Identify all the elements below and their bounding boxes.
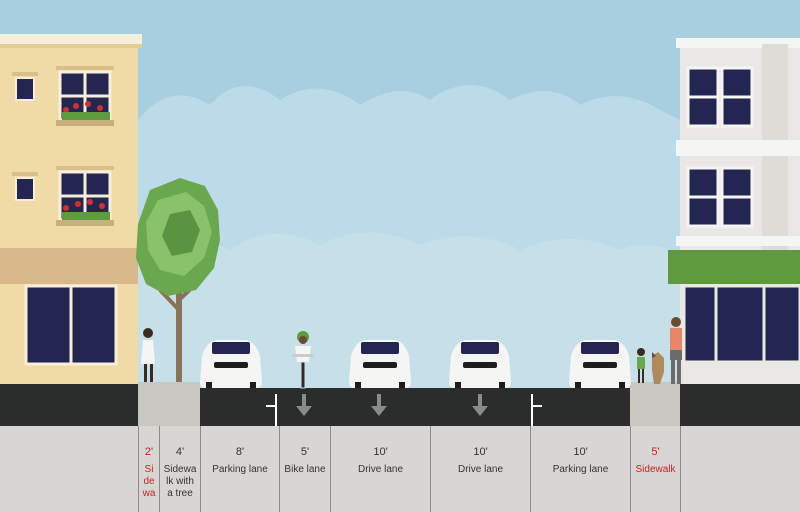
parking-markings (266, 394, 542, 426)
pedestrian-icon (141, 328, 155, 382)
direction-arrow-icon (472, 394, 488, 416)
window-icon (15, 77, 35, 101)
segment-name: Si de wa (142, 464, 156, 499)
child-icon (637, 348, 645, 383)
car-icon (569, 340, 631, 388)
car-icon (349, 340, 411, 388)
pedestrian-icon (670, 317, 682, 384)
left-sidewalk (138, 382, 200, 426)
segment-name: Sidewalk (635, 464, 676, 475)
segment-name: Parking lane (212, 464, 268, 475)
segment-width: 2' (144, 446, 154, 458)
segment-width: 8' (235, 446, 245, 458)
segment-name: Drive lane (357, 464, 404, 475)
segment-width: 10' (573, 446, 588, 458)
segment-parking-lane[interactable]: 8' Parking lane (200, 426, 279, 512)
segment-width: 5' (651, 446, 660, 458)
cyclist-icon (292, 331, 314, 389)
car-icon (200, 340, 262, 388)
segment-name: Sidewa lk with a tree (163, 464, 197, 499)
segment-name: Parking lane (552, 464, 609, 475)
segment-parking-lane[interactable]: 10' Parking lane (530, 426, 630, 512)
awning-left (0, 248, 138, 284)
window-icon (56, 66, 114, 126)
left-building (0, 34, 142, 426)
segment-name: Bike lane (284, 464, 326, 475)
dog-icon (652, 352, 664, 384)
right-building (668, 38, 800, 426)
awning-right (668, 250, 800, 284)
segment-name: Drive lane (457, 464, 504, 475)
segment-width: 10' (373, 446, 388, 458)
flower-box-icon (56, 199, 114, 226)
direction-arrow-icon (371, 394, 387, 416)
tree-icon (136, 178, 220, 382)
storefront-window (682, 284, 800, 364)
flower-box-icon (56, 101, 114, 126)
segment-sidewalk[interactable]: 5' Sidewalk (630, 426, 681, 512)
direction-arrow-icon (296, 394, 312, 416)
segment-sidewalk-tree[interactable]: 4' Sidewa lk with a tree (159, 426, 200, 512)
segment-bike-lane[interactable]: 5' Bike lane (279, 426, 330, 512)
segment-width: 10' (473, 446, 488, 458)
window-icon (15, 177, 35, 201)
segment-sidewalk-narrow[interactable]: 2' Si de wa (138, 426, 159, 512)
segment-width: 5' (300, 446, 310, 458)
window-icon (56, 166, 114, 226)
segment-drive-lane[interactable]: 10' Drive lane (430, 426, 530, 512)
car-icon (449, 340, 511, 388)
right-sidewalk (630, 382, 680, 426)
segment-width: 4' (175, 446, 185, 458)
segment-drive-lane[interactable]: 10' Drive lane (330, 426, 430, 512)
roadway (200, 388, 630, 426)
clouds (138, 85, 680, 426)
